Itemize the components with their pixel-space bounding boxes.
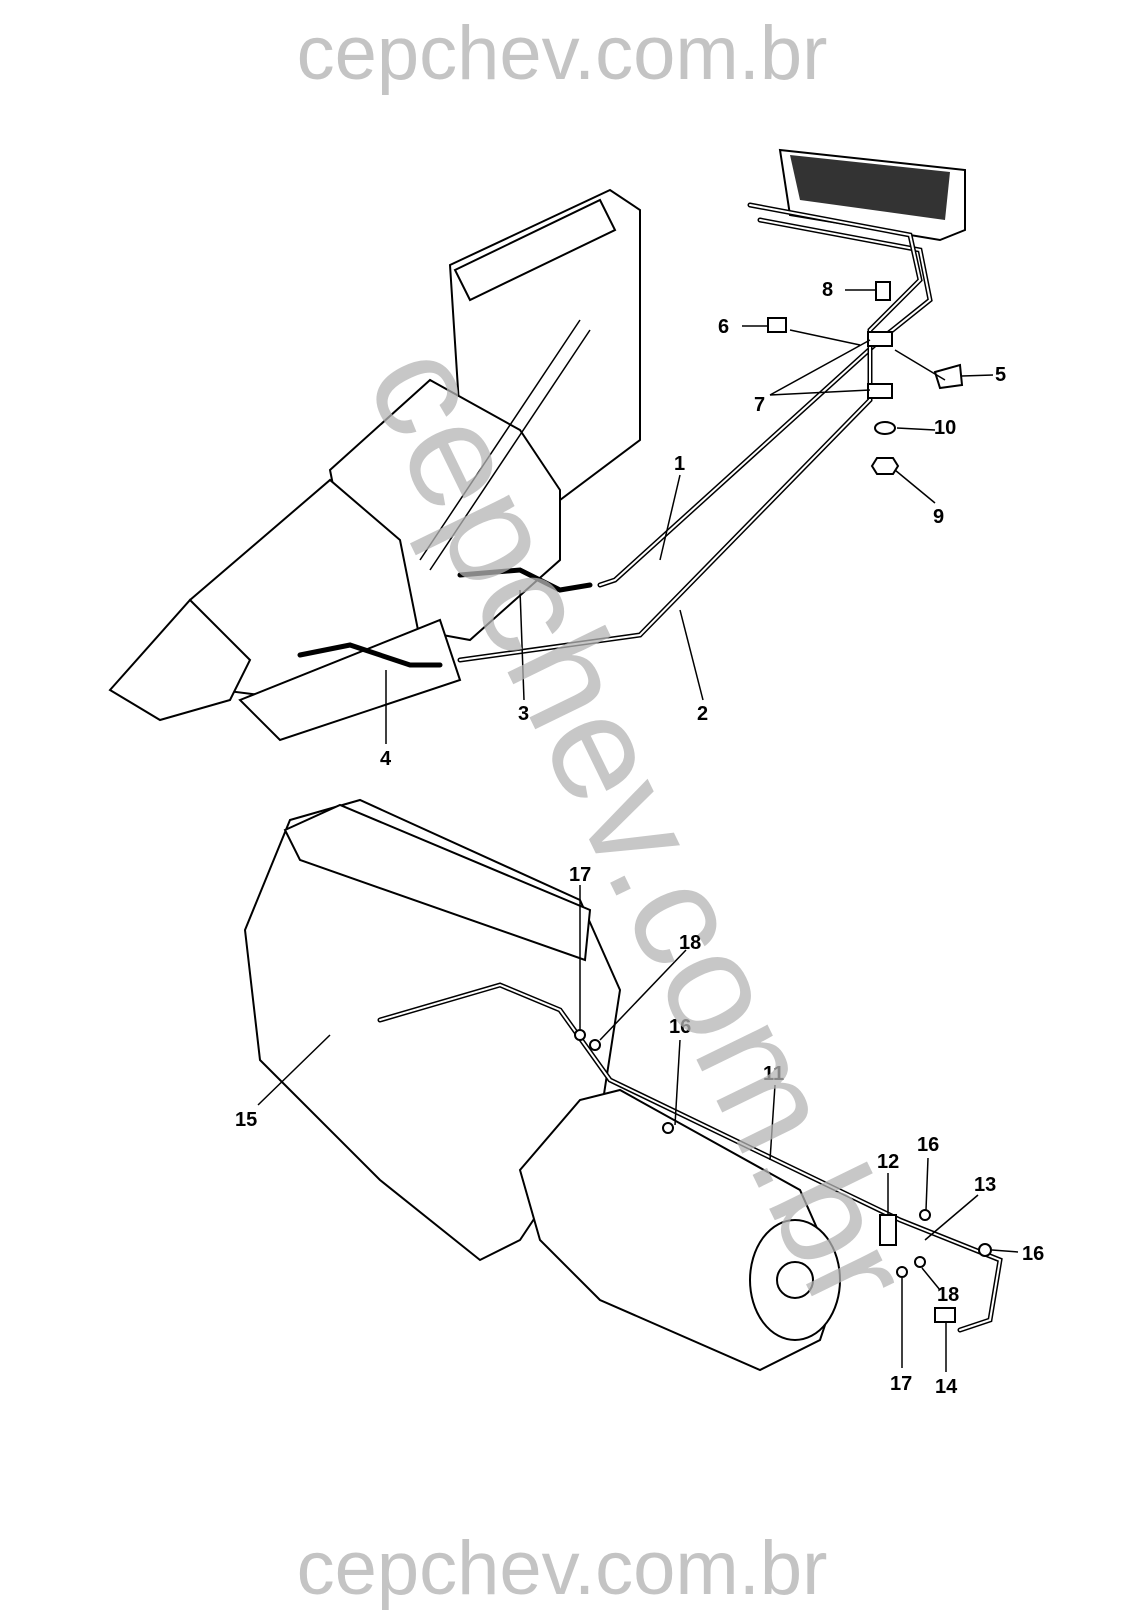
callout-9: 9 <box>933 506 944 528</box>
leader-lines <box>257 289 1019 1372</box>
clip-7a <box>867 331 893 347</box>
callout-17b: 17 <box>890 1373 912 1395</box>
callout-13: 13 <box>974 1174 996 1196</box>
callout-labels: 1 2 3 4 5 6 7 8 9 10 11 12 13 14 15 16 1… <box>235 279 1044 1398</box>
upper-engine-transmission <box>108 188 641 742</box>
callout-5: 5 <box>995 364 1006 386</box>
callout-7: 7 <box>754 394 765 416</box>
callout-11: 11 <box>763 1063 784 1085</box>
lower-engine-transmission <box>243 798 1003 1372</box>
callout-16a: 16 <box>669 1016 691 1038</box>
callout-10: 10 <box>934 417 956 439</box>
clip-7b <box>867 383 893 399</box>
callout-2: 2 <box>697 703 708 725</box>
callout-12: 12 <box>877 1151 899 1173</box>
callout-14: 14 <box>935 1376 958 1398</box>
watermark-bottom: cepchev.com.br <box>296 1526 828 1611</box>
bolt-6 <box>767 317 787 333</box>
callout-6: 6 <box>718 316 729 338</box>
watermark-top: cepchev.com.br <box>296 11 828 96</box>
nut-9 <box>870 457 900 475</box>
callout-16b: 16 <box>917 1134 939 1156</box>
callout-1: 1 <box>674 453 685 475</box>
bracket-5 <box>933 363 964 390</box>
washer-10 <box>874 421 896 435</box>
bolt-8 <box>875 281 891 301</box>
callout-18b: 18 <box>937 1284 959 1306</box>
callout-8: 8 <box>822 279 833 301</box>
callout-4: 4 <box>380 748 392 770</box>
callout-15: 15 <box>235 1109 257 1131</box>
fasteners-upper <box>767 281 964 475</box>
cooler-lines-upper <box>297 202 933 668</box>
callout-18a: 18 <box>679 932 701 954</box>
callout-16c: 16 <box>1022 1243 1044 1265</box>
callout-3: 3 <box>518 703 529 725</box>
callout-17a: 17 <box>569 864 591 886</box>
